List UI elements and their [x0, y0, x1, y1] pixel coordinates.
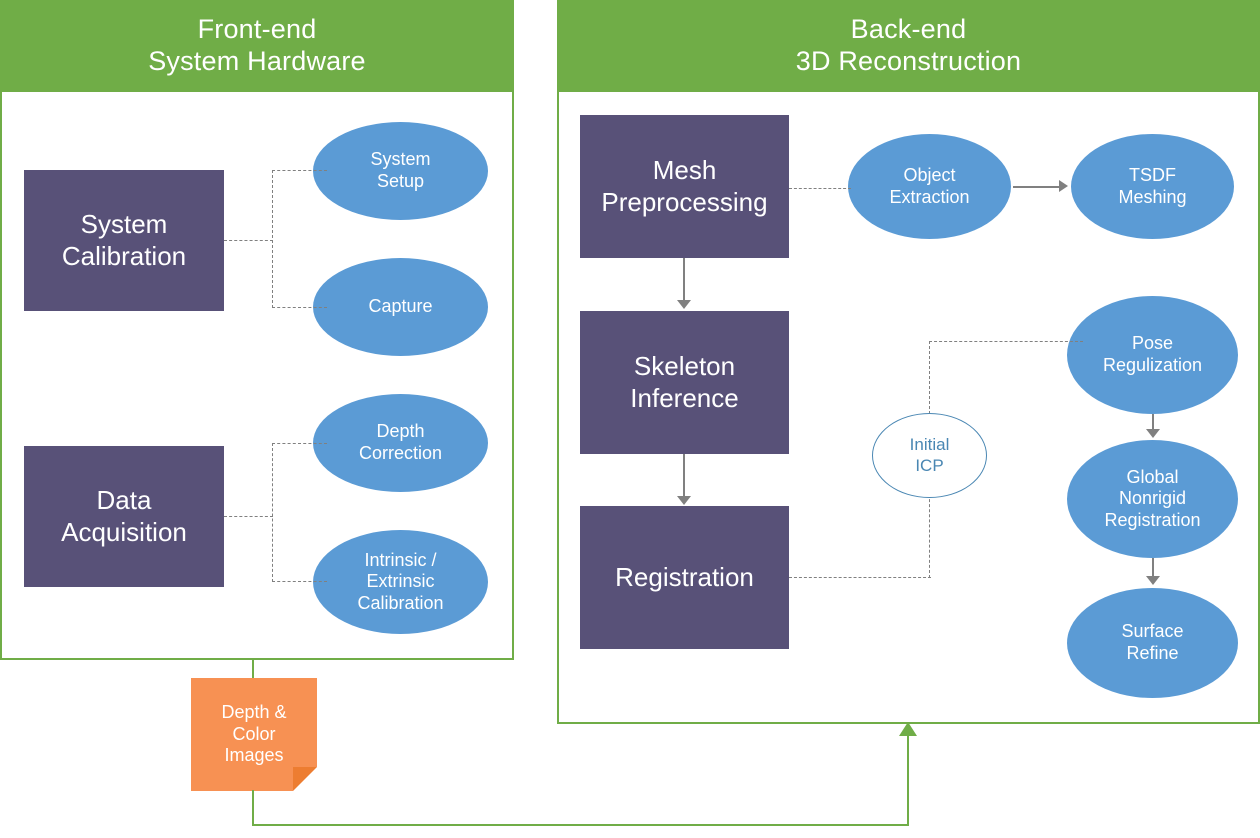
- note-line3: Images: [224, 745, 284, 766]
- connector-syscal-to-setup: [272, 170, 327, 171]
- note-line1: Depth &: [221, 701, 287, 722]
- ellipse-depth-correction[interactable]: Depth Correction: [313, 394, 488, 492]
- connector-object-to-tsdf-line: [1013, 186, 1061, 188]
- ellipse-intrinsic-line3: Calibration: [357, 592, 444, 613]
- connector-syscal-to-capture: [272, 307, 327, 308]
- feedback-path-arrow-icon: [899, 722, 917, 736]
- backend-header-line1: Back-end: [850, 14, 967, 45]
- connector-pose-to-global-line: [1152, 414, 1154, 433]
- box-mesh-preprocessing-line2: Preprocessing: [601, 186, 768, 217]
- connector-object-to-tsdf-arrow: [1059, 180, 1068, 192]
- box-skeleton-inference-line1: Skeleton: [633, 351, 736, 382]
- ellipse-pose-regulization-line2: Regulization: [1102, 355, 1203, 375]
- frontend-panel-header: Front-end System Hardware: [0, 0, 514, 92]
- note-fold-corner-icon: [293, 767, 317, 791]
- connector-dataacq-to-depth: [272, 443, 327, 444]
- connector-icp-to-pose: [929, 341, 1083, 342]
- ellipse-tsdf-meshing-line1: TSDF: [1129, 164, 1176, 185]
- feedback-path-bottom: [252, 824, 909, 827]
- ellipse-depth-correction-line1: Depth: [376, 421, 425, 442]
- ellipse-object-extraction-line2: Extraction: [889, 186, 970, 207]
- connector-mesh-to-skeleton-arrow: [677, 300, 691, 309]
- feedback-path-up-to-backend: [907, 735, 910, 825]
- ellipse-global-nonrigid-registration[interactable]: Global Nonrigid Registration: [1067, 440, 1238, 558]
- ellipse-intrinsic-line2: Extrinsic: [366, 571, 435, 592]
- ellipse-object-extraction-line1: Object: [903, 164, 956, 185]
- backend-header-line2: 3D Reconstruction: [795, 46, 1022, 76]
- connector-mesh-to-object: [789, 188, 851, 189]
- connector-dataacq-to-intrinsic: [272, 581, 327, 582]
- ellipse-initial-icp[interactable]: Initial ICP: [872, 413, 987, 498]
- connector-frontend-to-note: [252, 659, 255, 680]
- note-line2: Color: [232, 723, 276, 744]
- ellipse-global-line2: Nonrigid: [1118, 488, 1187, 509]
- ellipse-intrinsic-extrinsic-calibration[interactable]: Intrinsic / Extrinsic Calibration: [313, 530, 488, 634]
- connector-skeleton-to-registration-arrow: [677, 496, 691, 505]
- note-depth-color-images[interactable]: Depth & Color Images: [191, 678, 317, 791]
- ellipse-global-line3: Registration: [1104, 509, 1201, 530]
- connector-syscal-trunk: [272, 170, 273, 308]
- box-data-acquisition[interactable]: Data Acquisition: [24, 446, 224, 587]
- connector-syscal-stem: [224, 240, 273, 241]
- backend-panel-header: Back-end 3D Reconstruction: [557, 0, 1260, 92]
- box-system-calibration-line1: System: [80, 209, 168, 240]
- box-system-calibration[interactable]: System Calibration: [24, 170, 224, 311]
- ellipse-intrinsic-line1: Intrinsic /: [364, 549, 437, 570]
- box-system-calibration-line2: Calibration: [61, 240, 187, 271]
- ellipse-initial-icp-line1: Initial: [909, 435, 950, 455]
- ellipse-initial-icp-line2: ICP: [915, 455, 944, 475]
- ellipse-surface-refine-line2: Refine: [1126, 643, 1179, 663]
- box-data-acquisition-line1: Data: [96, 485, 152, 516]
- connector-pose-to-global-arrow: [1146, 429, 1160, 438]
- ellipse-system-setup-line2: Setup: [376, 171, 425, 191]
- connector-skeleton-to-registration-line: [683, 454, 685, 498]
- ellipse-pose-regulization-line1: Pose: [1131, 333, 1174, 354]
- ellipse-tsdf-meshing[interactable]: TSDF Meshing: [1071, 134, 1234, 239]
- box-mesh-preprocessing[interactable]: Mesh Preprocessing: [580, 115, 789, 258]
- ellipse-surface-refine[interactable]: Surface Refine: [1067, 588, 1238, 698]
- box-skeleton-inference[interactable]: Skeleton Inference: [580, 311, 789, 454]
- ellipse-capture-line1: Capture: [368, 296, 433, 317]
- ellipse-system-setup-line1: System: [370, 149, 431, 170]
- ellipse-capture[interactable]: Capture: [313, 258, 488, 356]
- connector-global-to-surface-arrow: [1146, 576, 1160, 585]
- ellipse-global-line1: Global: [1126, 466, 1179, 487]
- box-mesh-preprocessing-line1: Mesh: [652, 155, 717, 186]
- box-skeleton-inference-line2: Inference: [630, 382, 739, 413]
- box-registration-line1: Registration: [615, 561, 754, 592]
- ellipse-tsdf-meshing-line2: Meshing: [1118, 186, 1187, 207]
- ellipse-object-extraction[interactable]: Object Extraction: [848, 134, 1011, 239]
- frontend-header-line1: Front-end: [197, 14, 317, 45]
- connector-mesh-to-skeleton-line: [683, 258, 685, 302]
- ellipse-system-setup[interactable]: System Setup: [313, 122, 488, 220]
- connector-dataacq-trunk: [272, 443, 273, 582]
- ellipse-surface-refine-line1: Surface: [1121, 621, 1184, 642]
- feedback-path-note-down: [252, 790, 255, 826]
- box-data-acquisition-line2: Acquisition: [61, 516, 187, 547]
- connector-icp-trunk-upper: [929, 341, 930, 424]
- box-registration[interactable]: Registration: [580, 506, 789, 649]
- ellipse-pose-regulization[interactable]: Pose Regulization: [1067, 296, 1238, 414]
- ellipse-depth-correction-line2: Correction: [358, 443, 443, 463]
- connector-registration-to-icp-h: [789, 577, 931, 578]
- frontend-header-line2: System Hardware: [148, 46, 366, 76]
- connector-global-to-surface-line: [1152, 558, 1154, 581]
- connector-icp-trunk-lower: [929, 489, 930, 578]
- connector-dataacq-stem: [224, 516, 273, 517]
